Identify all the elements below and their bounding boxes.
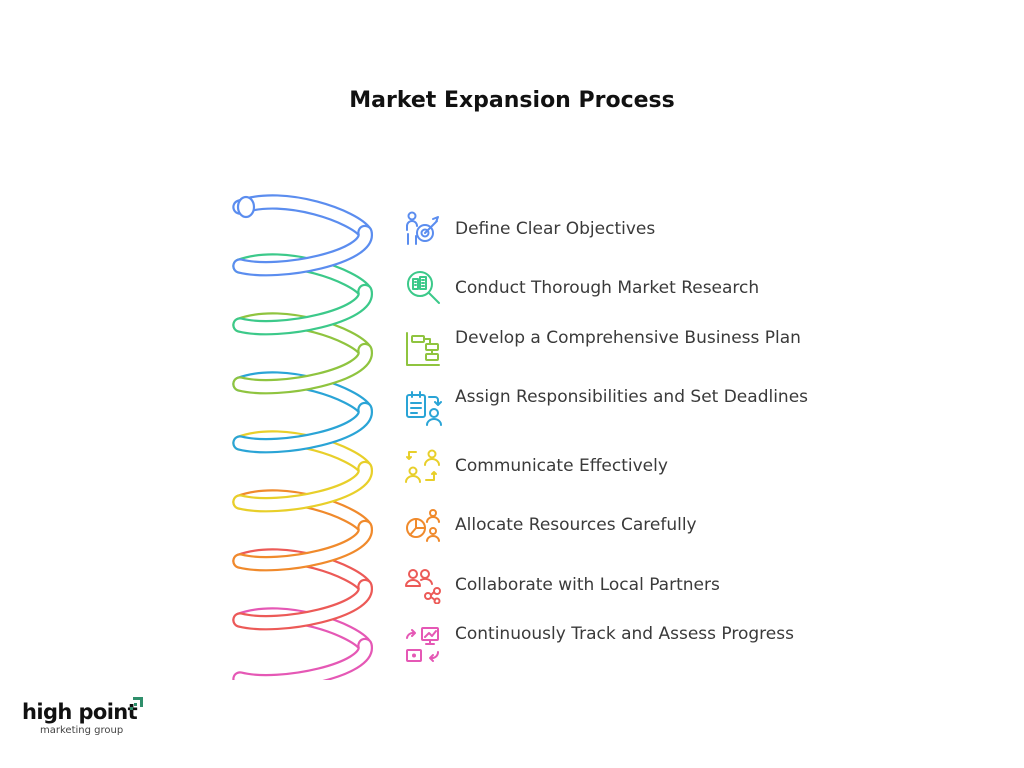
step-label: Communicate Effectively [455, 456, 668, 476]
spring-coil-tube [234, 640, 371, 680]
spring-coil-tube [234, 522, 371, 570]
spring-coil-tube [234, 581, 371, 629]
task-assign-icon [406, 391, 442, 426]
company-logo: high point marketing group [22, 697, 143, 738]
spiral-spring-graphic [232, 194, 373, 680]
step-label: Collaborate with Local Partners [455, 575, 720, 595]
arrow-up-right-icon [130, 697, 143, 710]
step-market-research: Conduct Thorough Market Research [404, 267, 824, 315]
spring-coil-tube [234, 196, 371, 238]
spring-coil-tube [234, 463, 371, 511]
step-business-plan: Develop a Comprehensive Business Plan [404, 326, 824, 374]
step-label: Assign Responsibilities and Set Deadline… [455, 387, 809, 407]
spring-coil-tube [234, 286, 371, 334]
spring-coil-tube [234, 345, 371, 393]
logo-name: high point [22, 700, 138, 724]
people-exchange-icon [405, 449, 440, 483]
gantt-plan-icon [406, 332, 440, 366]
progress-monitor-icon [406, 627, 440, 662]
spring-end-cap [236, 195, 256, 219]
step-collaborate-partners: Collaborate with Local Partners [404, 564, 824, 612]
target-person-icon [406, 211, 439, 245]
step-assign-responsibilities: Assign Responsibilities and Set Deadline… [404, 385, 824, 433]
partners-network-icon [405, 569, 441, 604]
step-define-objectives: Define Clear Objectives [404, 208, 824, 256]
step-communicate: Communicate Effectively [404, 445, 824, 493]
step-label: Define Clear Objectives [455, 219, 656, 239]
step-label: Continuously Track and Assess Progress [455, 624, 794, 644]
spring-coil-tube [234, 227, 371, 275]
diagram-title: Market Expansion Process [349, 88, 675, 113]
step-track-progress: Continuously Track and Assess Progress [404, 622, 824, 670]
step-label: Allocate Resources Carefully [455, 515, 697, 535]
magnifier-research-icon [407, 271, 440, 304]
step-label: Develop a Comprehensive Business Plan [455, 328, 801, 348]
step-allocate-resources: Allocate Resources Carefully [404, 504, 824, 552]
spring-coil-tube [234, 404, 371, 452]
logo-tagline: marketing group [40, 725, 124, 736]
step-label: Conduct Thorough Market Research [455, 278, 760, 298]
pie-people-icon [406, 509, 440, 542]
